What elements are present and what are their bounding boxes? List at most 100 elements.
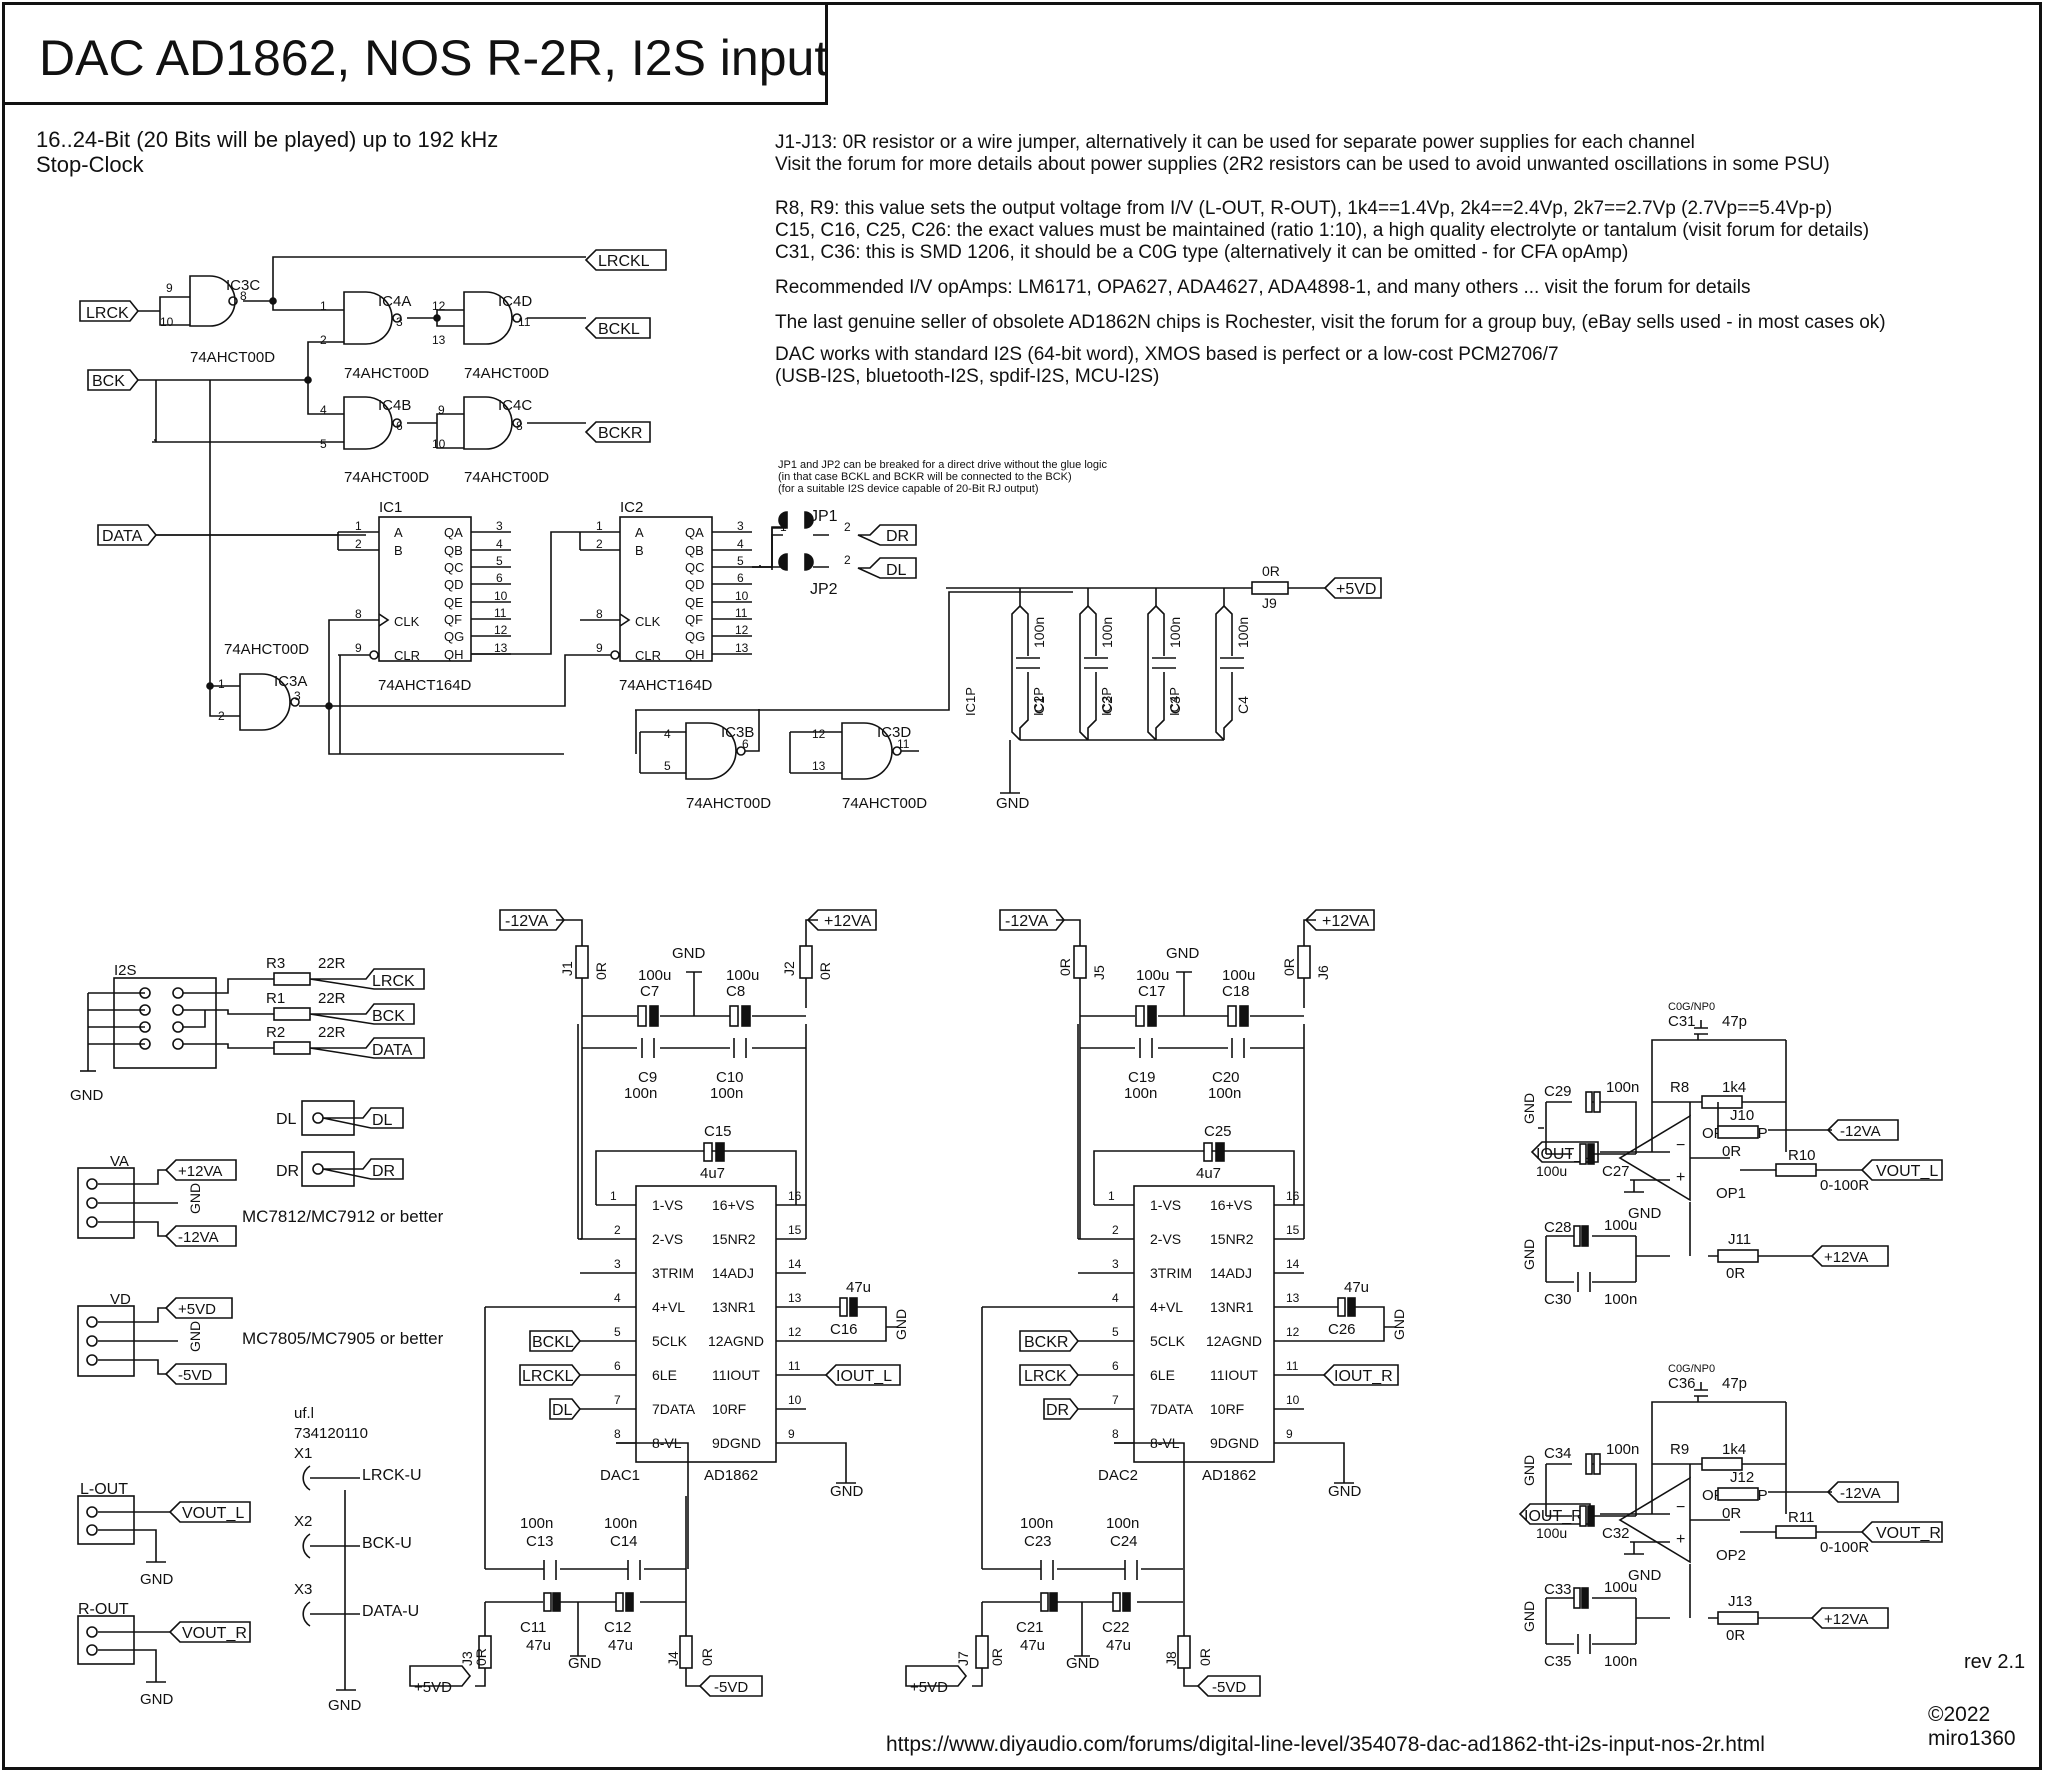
ic3b-type: 74AHCT00D	[686, 795, 771, 812]
svg-text:12: 12	[788, 1325, 802, 1339]
svg-text:3: 3	[396, 315, 403, 329]
svg-text:-5VD: -5VD	[714, 1679, 748, 1696]
net-dl-jp: DL	[886, 562, 907, 579]
svg-text:C27: C27	[1602, 1163, 1630, 1180]
svg-text:LRCK: LRCK	[372, 973, 415, 990]
svg-text:0R: 0R	[1262, 563, 1280, 579]
svg-text:100u: 100u	[1604, 1579, 1637, 1596]
svg-text:0R: 0R	[699, 1648, 715, 1666]
svg-text:QC: QC	[685, 560, 705, 575]
svg-text:DL: DL	[276, 1111, 297, 1128]
svg-text:1k4: 1k4	[1722, 1079, 1746, 1096]
svg-text:GND: GND	[568, 1655, 602, 1672]
svg-text:10RF: 10RF	[1210, 1401, 1244, 1417]
svg-text:4u7: 4u7	[700, 1165, 725, 1182]
svg-text:15: 15	[788, 1223, 802, 1237]
svg-text:J3: J3	[459, 1651, 475, 1666]
svg-text:0R: 0R	[473, 1648, 489, 1666]
nand-gate-ic3a: IC3A 74AHCT00D 1 2 3	[218, 619, 580, 755]
svg-text:IC3P: IC3P	[1099, 687, 1114, 716]
net-dr-jp: DR	[886, 528, 909, 545]
svg-text:16: 16	[788, 1189, 802, 1203]
ic4d-type: 74AHCT00D	[464, 365, 549, 382]
svg-text:GND: GND	[70, 1087, 104, 1104]
svg-text:-12VA: -12VA	[505, 913, 549, 930]
svg-text:J2: J2	[781, 961, 797, 976]
net-lrck: LRCK	[86, 305, 129, 322]
svg-text:2: 2	[596, 537, 603, 551]
svg-text:GND: GND	[1391, 1309, 1407, 1340]
svg-text:+12VA: +12VA	[178, 1163, 222, 1180]
ic3d-type: 74AHCT00D	[842, 795, 927, 812]
svg-text:1: 1	[596, 519, 603, 533]
svg-text:6: 6	[496, 571, 503, 585]
svg-text:QD: QD	[685, 577, 705, 592]
svg-text:12AGND: 12AGND	[1206, 1333, 1262, 1349]
svg-text:X1: X1	[294, 1445, 312, 1462]
author: miro1360	[1928, 1727, 2016, 1750]
svg-text:100n: 100n	[520, 1515, 553, 1532]
svg-text:100u: 100u	[1604, 1217, 1637, 1234]
title-block: DAC AD1862, NOS R-2R, I2S input	[2, 2, 828, 105]
svg-text:BCKL: BCKL	[532, 1334, 574, 1351]
svg-text:−: −	[1676, 1499, 1685, 1516]
svg-text:C31: C31	[1668, 1013, 1696, 1030]
svg-text:QE: QE	[444, 595, 463, 610]
svg-text:10: 10	[788, 1393, 802, 1407]
svg-text:DL: DL	[372, 1112, 393, 1129]
svg-text:1: 1	[610, 1189, 617, 1203]
svg-text:7: 7	[614, 1393, 621, 1407]
svg-text:100n: 100n	[1106, 1515, 1139, 1532]
svg-text:47u: 47u	[1344, 1279, 1369, 1296]
jp-note-3: (for a suitable I2S device capable of 20…	[778, 483, 1039, 495]
svg-text:GND: GND	[672, 945, 706, 962]
svg-text:GND: GND	[893, 1309, 909, 1340]
svg-text:13NR1: 13NR1	[712, 1299, 756, 1315]
svg-text:+12VA: +12VA	[1824, 1611, 1868, 1628]
svg-text:GND: GND	[1521, 1455, 1537, 1486]
svg-text:7: 7	[1112, 1393, 1119, 1407]
svg-text:MC7805/MC7905 or better: MC7805/MC7905 or better	[242, 1329, 444, 1348]
svg-text:4: 4	[737, 537, 744, 551]
shift-register-ic1: IC1 74AHCT164D A B CLK CLR QA QB QC QD Q…	[338, 499, 511, 694]
ic3b-ref: IC3B	[721, 724, 754, 741]
svg-text:6: 6	[396, 419, 403, 433]
svg-text:GND: GND	[1628, 1567, 1662, 1584]
svg-text:0R: 0R	[1281, 958, 1297, 976]
svg-text:GND: GND	[1328, 1483, 1362, 1500]
svg-text:DATA: DATA	[372, 1042, 413, 1059]
svg-text:C18: C18	[1222, 983, 1250, 1000]
svg-text:13: 13	[494, 641, 508, 655]
svg-text:C3: C3	[1167, 696, 1183, 714]
svg-text:CLK: CLK	[635, 614, 661, 629]
ic-decoupling-bank: IC1P IC2P IC3P IC4P C1 C2 C3 C4 100n 100…	[946, 563, 1382, 812]
dac1-section: 1-VS 16+VS 2-VS 15NR2 3TRIM 14ADJ 4+VL 1…	[409, 909, 909, 1697]
svg-text:47u: 47u	[1106, 1637, 1131, 1654]
svg-text:C30: C30	[1544, 1291, 1572, 1308]
svg-text:100u: 100u	[1536, 1163, 1567, 1179]
svg-text:13NR1: 13NR1	[1210, 1299, 1254, 1315]
nand-gate-ic3d: IC3D 74AHCT00D 12 13 11	[789, 722, 927, 812]
svg-text:J12: J12	[1730, 1469, 1754, 1486]
svg-text:2: 2	[844, 553, 851, 567]
dac2-section: 1-VS 16+VS 2-VS 15NR2 3TRIM 14ADJ 4+VL 1…	[905, 909, 1407, 1697]
svg-text:DAC2: DAC2	[1098, 1467, 1138, 1484]
note-2: Visit the forum for more details about p…	[775, 154, 1830, 175]
uf-l-connectors: uf.l 734120110 X1 X2 X3 LRCK-U BCK-U DAT…	[294, 1405, 422, 1714]
svg-text:C29: C29	[1544, 1083, 1572, 1100]
svg-text:DAC1: DAC1	[600, 1467, 640, 1484]
svg-text:GND: GND	[140, 1571, 174, 1588]
svg-text:GND: GND	[1066, 1655, 1100, 1672]
svg-text:R9: R9	[1670, 1441, 1689, 1458]
svg-text:2: 2	[320, 333, 327, 347]
svg-text:0R: 0R	[1197, 1648, 1213, 1666]
svg-text:13: 13	[812, 759, 826, 773]
svg-text:GND: GND	[1628, 1205, 1662, 1222]
svg-text:1: 1	[218, 677, 225, 691]
svg-text:100u: 100u	[638, 967, 671, 984]
svg-text:14ADJ: 14ADJ	[1210, 1265, 1252, 1281]
svg-text:11: 11	[518, 315, 531, 329]
svg-text:2-VS: 2-VS	[1150, 1231, 1181, 1247]
svg-text:100n: 100n	[1606, 1441, 1639, 1458]
